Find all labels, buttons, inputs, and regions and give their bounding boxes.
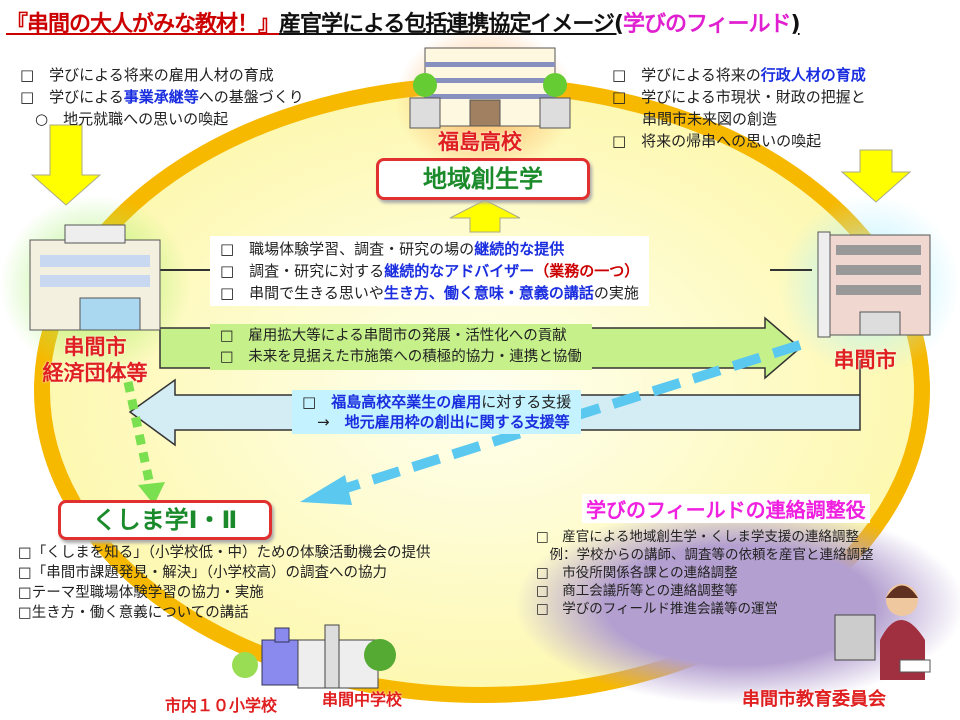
highlight-text: 生き方、働く意味・意義の講話 — [383, 284, 594, 302]
list-item: □ 商工会議所等との連絡調整等 — [536, 582, 874, 600]
list-item: □ 福島高校卒業生の雇用に対する支援 — [302, 392, 571, 412]
board-of-education-label: 串間市教育委員会 — [742, 689, 886, 710]
list-text: 例：学校からの講師、調査等の依頼を産官と連絡調整 — [536, 547, 874, 563]
page-title: 『串間の大人がみな教材！』産官学による包括連携協定イメージ(学びのフィールド) — [6, 6, 801, 38]
highlight-text: 福島高校卒業生の雇用 — [331, 393, 482, 411]
down-arrow-left — [30, 124, 102, 206]
top-right-list: □ 学びによる将来の行政人材の育成 □ 学びによる市現状・財政の把握と 串間市未来… — [612, 64, 866, 152]
bottom-left-list: □「くしまを知る」（小学校低・中）ための体験活動機会の提供 □「串間市課題発見・解… — [18, 543, 430, 623]
down-arrow-right — [840, 149, 912, 203]
list-text: → — [302, 413, 345, 431]
list-item: → 地元雇用枠の創出に関する支援等 — [302, 412, 571, 432]
list-item: □ 調査・研究に対する継続的なアドバイザー（業務の一つ） — [220, 260, 639, 282]
list-text: □ 学びによる将来の雇用人材の育成 — [20, 66, 274, 84]
coordinator-list: □ 産官による地域創生学・くしま学支援の連絡調整 例：学校からの講師、調査等の依… — [536, 528, 874, 618]
coordinator-title: 学びのフィールドの連絡調整役 — [582, 494, 870, 523]
title-field: 学びのフィールド — [622, 12, 792, 37]
list-item: □テーマ型職場体験学習の協力・実施 — [18, 583, 430, 603]
title-slogan: 『串間の大人がみな教材！』 — [6, 12, 280, 37]
list-item: □ 未来を見据えた市施策への積極的協力・連携と協働 — [220, 347, 582, 368]
list-text: □ 学びによる — [20, 88, 124, 106]
top-left-list: □ 学びによる将来の雇用人材の育成 □ 学びによる事業承継等への基盤づくり ○ 地… — [20, 64, 304, 130]
highlight-text: （業務の一つ） — [534, 262, 640, 280]
list-item: □ 学びによる事業承継等への基盤づくり — [20, 86, 304, 108]
list-item: ○ 地元就職への思いの喚起 — [20, 108, 304, 130]
highlight-text: 継続的な提供 — [474, 240, 565, 258]
list-item: □生き方・働く意義についての講話 — [18, 603, 430, 623]
left-org-label-line: 串間市 — [63, 335, 127, 359]
list-item: 串間市未来図の創造 — [612, 108, 866, 130]
list-item: □「串間市課題発見・解決」（小学校高）の調査への協力 — [18, 563, 430, 583]
list-text: □「串間市課題発見・解決」（小学校高）の調査への協力 — [18, 565, 387, 581]
highlight-text: 事業承継等 — [123, 88, 199, 106]
title-main: 産官学による包括連携協定イメージ( — [279, 12, 624, 37]
list-text: □ 学びのフィールド推進会議等の運営 — [536, 601, 778, 617]
list-item: □「くしまを知る」（小学校低・中）ための体験活動機会の提供 — [18, 543, 430, 563]
list-text: □ 将来の帰串への思いの喚起 — [612, 132, 822, 150]
list-text: の実施 — [593, 284, 639, 302]
list-item: □ 将来の帰串への思いの喚起 — [612, 130, 866, 152]
list-text: □ 学びによる市現状・財政の把握と — [612, 88, 866, 106]
list-text: □ 串間で生きる思いや — [220, 284, 384, 302]
list-text: に対する支援 — [481, 393, 572, 411]
list-text: □ — [302, 393, 332, 411]
list-text: □「くしまを知る」（小学校低・中）ための体験活動機会の提供 — [18, 545, 431, 561]
list-text: □ 産官による地域創生学・くしま学支援の連絡調整 — [536, 529, 859, 545]
list-item: □ 学びによる市現状・財政の把握と — [612, 86, 866, 108]
list-item: □ 学びのフィールド推進会議等の運営 — [536, 600, 874, 618]
list-text: □ 商工会議所等との連絡調整等 — [536, 583, 738, 599]
list-text: □ 職場体験学習、調査・研究の場の — [220, 240, 475, 258]
left-org-label: 串間市経済団体等 — [20, 334, 170, 386]
left-org-label-line: 経済団体等 — [42, 361, 148, 385]
list-text: への基盤づくり — [198, 88, 304, 106]
highlight-text: 地元雇用枠の創出に関する支援等 — [344, 413, 570, 431]
economic-org-building-image — [29, 224, 161, 331]
fukushima-label: 福島高校 — [438, 130, 522, 154]
right-org-label: 串間市 — [833, 348, 897, 372]
list-text: 串間市未来図の創造 — [612, 110, 778, 128]
fukushima-school-image — [409, 47, 571, 129]
up-arrow-center — [449, 199, 521, 233]
junior-high-label: 串間中学校 — [322, 690, 403, 709]
list-item: □ 職場体験学習、調査・研究の場の継続的な提供 — [220, 238, 639, 260]
list-item: □ 串間で生きる思いや生き方、働く意味・意義の講話の実施 — [220, 282, 639, 304]
junior-high-school-image — [297, 624, 396, 689]
list-item: □ 学びによる将来の行政人材の育成 — [612, 64, 866, 86]
list-text: □生き方・働く意義についての講話 — [18, 605, 249, 621]
elementary-label: 市内１０小学校 — [165, 696, 278, 715]
staff-at-computer-image — [834, 584, 931, 680]
list-item: □ 産官による地域創生学・くしま学支援の連絡調整 — [536, 528, 874, 546]
center-list: □ 職場体験学習、調査・研究の場の継続的な提供□ 調査・研究に対する継続的なアド… — [210, 236, 650, 306]
list-text: □ 未来を見据えた市施策への積極的協力・連携と協働 — [220, 349, 582, 365]
dashed-blue-arrow — [338, 340, 802, 495]
list-text: □テーマ型職場体験学習の協力・実施 — [18, 585, 264, 601]
list-item: □ 学びによる将来の雇用人材の育成 — [20, 64, 304, 86]
city-hall-building-image — [817, 231, 931, 338]
list-item: 例：学校からの講師、調査等の依頼を産官と連絡調整 — [536, 546, 874, 564]
list-text: □ 雇用拡大等による串間市の発展・活性化への貢献 — [220, 328, 567, 344]
elementary-school-image — [232, 627, 303, 686]
kushima-gaku-box: くしま学Ⅰ・Ⅱ — [58, 500, 272, 540]
list-text: □ 市役所関係各課との連絡調整 — [536, 565, 738, 581]
list-text: □ 学びによる将来の — [612, 66, 761, 84]
list-item: □ 雇用拡大等による串間市の発展・活性化への貢献 — [220, 326, 582, 347]
blue-arrow-list: □ 福島高校卒業生の雇用に対する支援 → 地元雇用枠の創出に関する支援等 — [292, 390, 582, 434]
chiiki-sousei-box: 地域創生学 — [376, 158, 590, 200]
list-text: □ 調査・研究に対する — [220, 262, 385, 280]
list-item: □ 市役所関係各課との連絡調整 — [536, 564, 874, 582]
list-text: ○ 地元就職への思いの喚起 — [20, 110, 229, 128]
title-close: ) — [790, 12, 801, 37]
highlight-text: 継続的なアドバイザー — [384, 262, 535, 280]
highlight-text: 行政人材の育成 — [760, 66, 866, 84]
green-arrow-list: □ 雇用拡大等による串間市の発展・活性化への貢献 □ 未来を見据えた市施策への積極… — [210, 324, 592, 370]
